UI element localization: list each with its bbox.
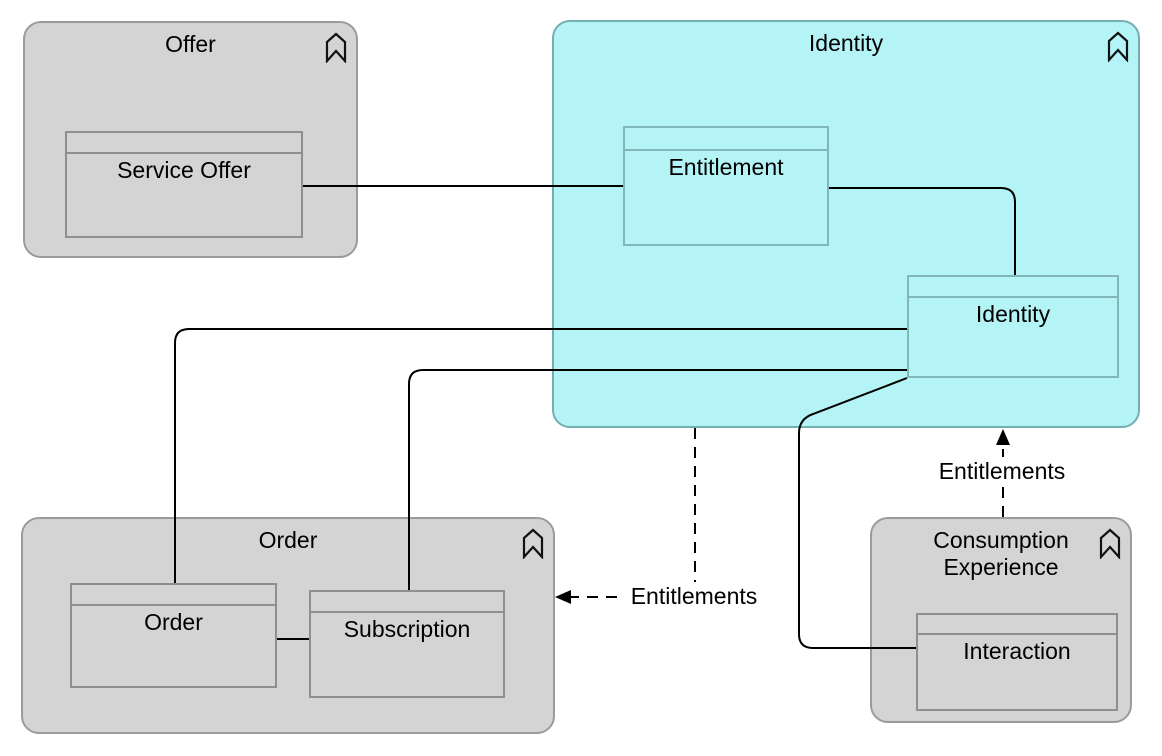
class-box-label: Service Offer (117, 157, 251, 183)
class-box-subscription[interactable]: Subscription (309, 590, 505, 698)
class-box-identity[interactable]: Identity (907, 275, 1119, 378)
bookmark-icon (1105, 30, 1131, 63)
class-box-label: Interaction (963, 638, 1071, 664)
class-box-header (72, 585, 275, 606)
class-box-label: Order (144, 609, 203, 635)
group-title-consumption-experience: Consumption Experience (933, 527, 1069, 580)
class-box-interaction[interactable]: Interaction (916, 613, 1118, 711)
class-box-header (909, 277, 1117, 298)
class-box-label: Entitlement (668, 154, 784, 180)
class-box-header (67, 133, 301, 154)
group-title-identity: Identity (808, 30, 884, 56)
connector-identity-group--order-group[interactable] (571, 428, 696, 598)
class-box-entitlement[interactable]: Entitlement (623, 126, 829, 246)
class-box-header (918, 615, 1116, 635)
connection-label: Entitlements (624, 582, 764, 610)
bookmark-icon (1097, 527, 1123, 560)
bookmark-icon (323, 31, 349, 64)
class-box-label: Identity (975, 301, 1051, 327)
class-box-header (625, 128, 827, 151)
group-title-order: Order (258, 527, 318, 553)
arrowhead-consumption--identity-group (996, 429, 1010, 445)
class-box-label: Subscription (343, 616, 471, 642)
arrowhead-identity-group--order-group (555, 590, 571, 604)
class-box-service-offer[interactable]: Service Offer (65, 131, 303, 238)
bookmark-icon (520, 527, 546, 560)
group-title-offer: Offer (165, 31, 216, 57)
connection-label: Entitlements (932, 457, 1072, 485)
class-box-header (311, 592, 503, 613)
class-box-order[interactable]: Order (70, 583, 277, 688)
